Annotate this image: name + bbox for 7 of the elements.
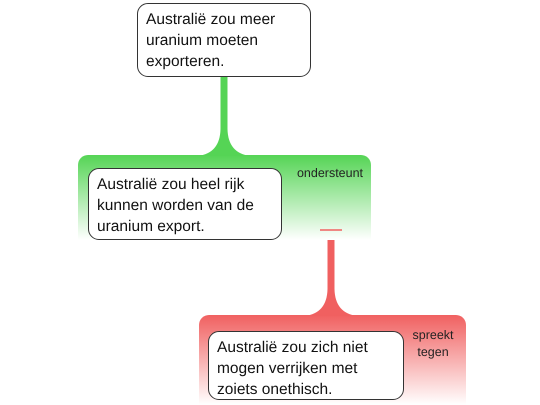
relation-label: ondersteunt <box>296 165 364 182</box>
claim-box: Australië zou heel rijk kunnen worden van de uranium export. <box>88 168 282 240</box>
relation-band <box>78 155 371 240</box>
relation-label: spreekt tegen <box>412 327 454 361</box>
claim-box: Australië zou zich niet mogen verrijken met zoiets onethisch. <box>208 331 404 400</box>
relation-band <box>199 315 466 405</box>
claim-box: Australië zou meer uranium moeten exporteren. <box>137 3 311 77</box>
